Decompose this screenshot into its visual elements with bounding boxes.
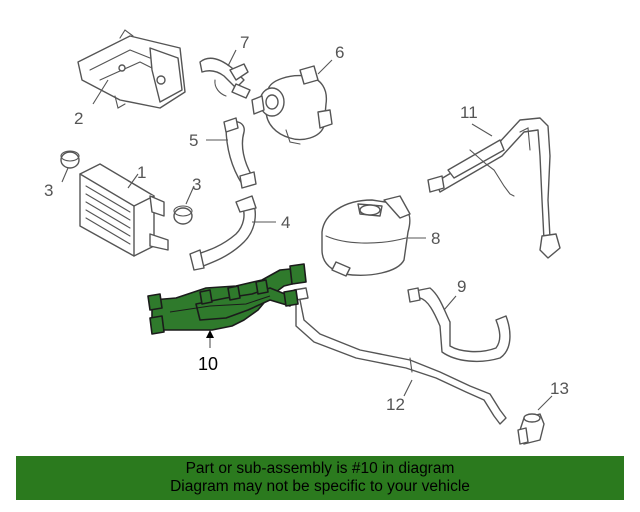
part-11-pipe-assembly: [427, 117, 561, 259]
highlight-arrowhead: [206, 330, 214, 338]
part-4-hose: [189, 195, 257, 271]
part-9-hose: [407, 287, 511, 363]
part-13-fitting: [517, 413, 545, 445]
callout-9: 9: [457, 277, 466, 296]
callout-1: 1: [137, 163, 146, 182]
part-10-hose-assembly-highlighted: [147, 263, 307, 335]
callout-6: 6: [335, 43, 344, 62]
callout-3-left: 3: [44, 181, 53, 200]
part-8-reservoir: [321, 195, 411, 277]
callout-11: 11: [460, 103, 478, 122]
leader-lines: [61, 49, 553, 411]
callout-3-right: 3: [192, 175, 201, 194]
callout-4: 4: [281, 213, 290, 232]
banner-line-1: Part or sub-assembly is #10 in diagram: [185, 460, 455, 477]
notice-banner: Part or sub-assembly is #10 in diagram D…: [16, 456, 624, 500]
callout-8: 8: [431, 229, 440, 248]
part-12-tube: [293, 287, 507, 425]
part-7-hose: [199, 57, 251, 99]
callout-7: 7: [240, 33, 249, 52]
callout-5: 5: [189, 131, 198, 150]
part-1-cooler: [79, 163, 169, 257]
banner-line-2: Diagram may not be specific to your vehi…: [170, 478, 470, 495]
part-5-hose: [223, 117, 257, 189]
part-2-bracket: [77, 29, 186, 109]
parts-diagram: 1 2 3 3 4 5 6 7 8 9 10 11 12 13: [44, 29, 569, 445]
callout-13: 13: [550, 379, 569, 398]
callout-2: 2: [74, 109, 83, 128]
part-3-grommet-left: [60, 150, 80, 169]
callout-12: 12: [386, 395, 405, 414]
part-6-pump: [251, 65, 333, 145]
part-3-grommet-right: [173, 205, 193, 225]
callout-10: 10: [198, 354, 218, 374]
